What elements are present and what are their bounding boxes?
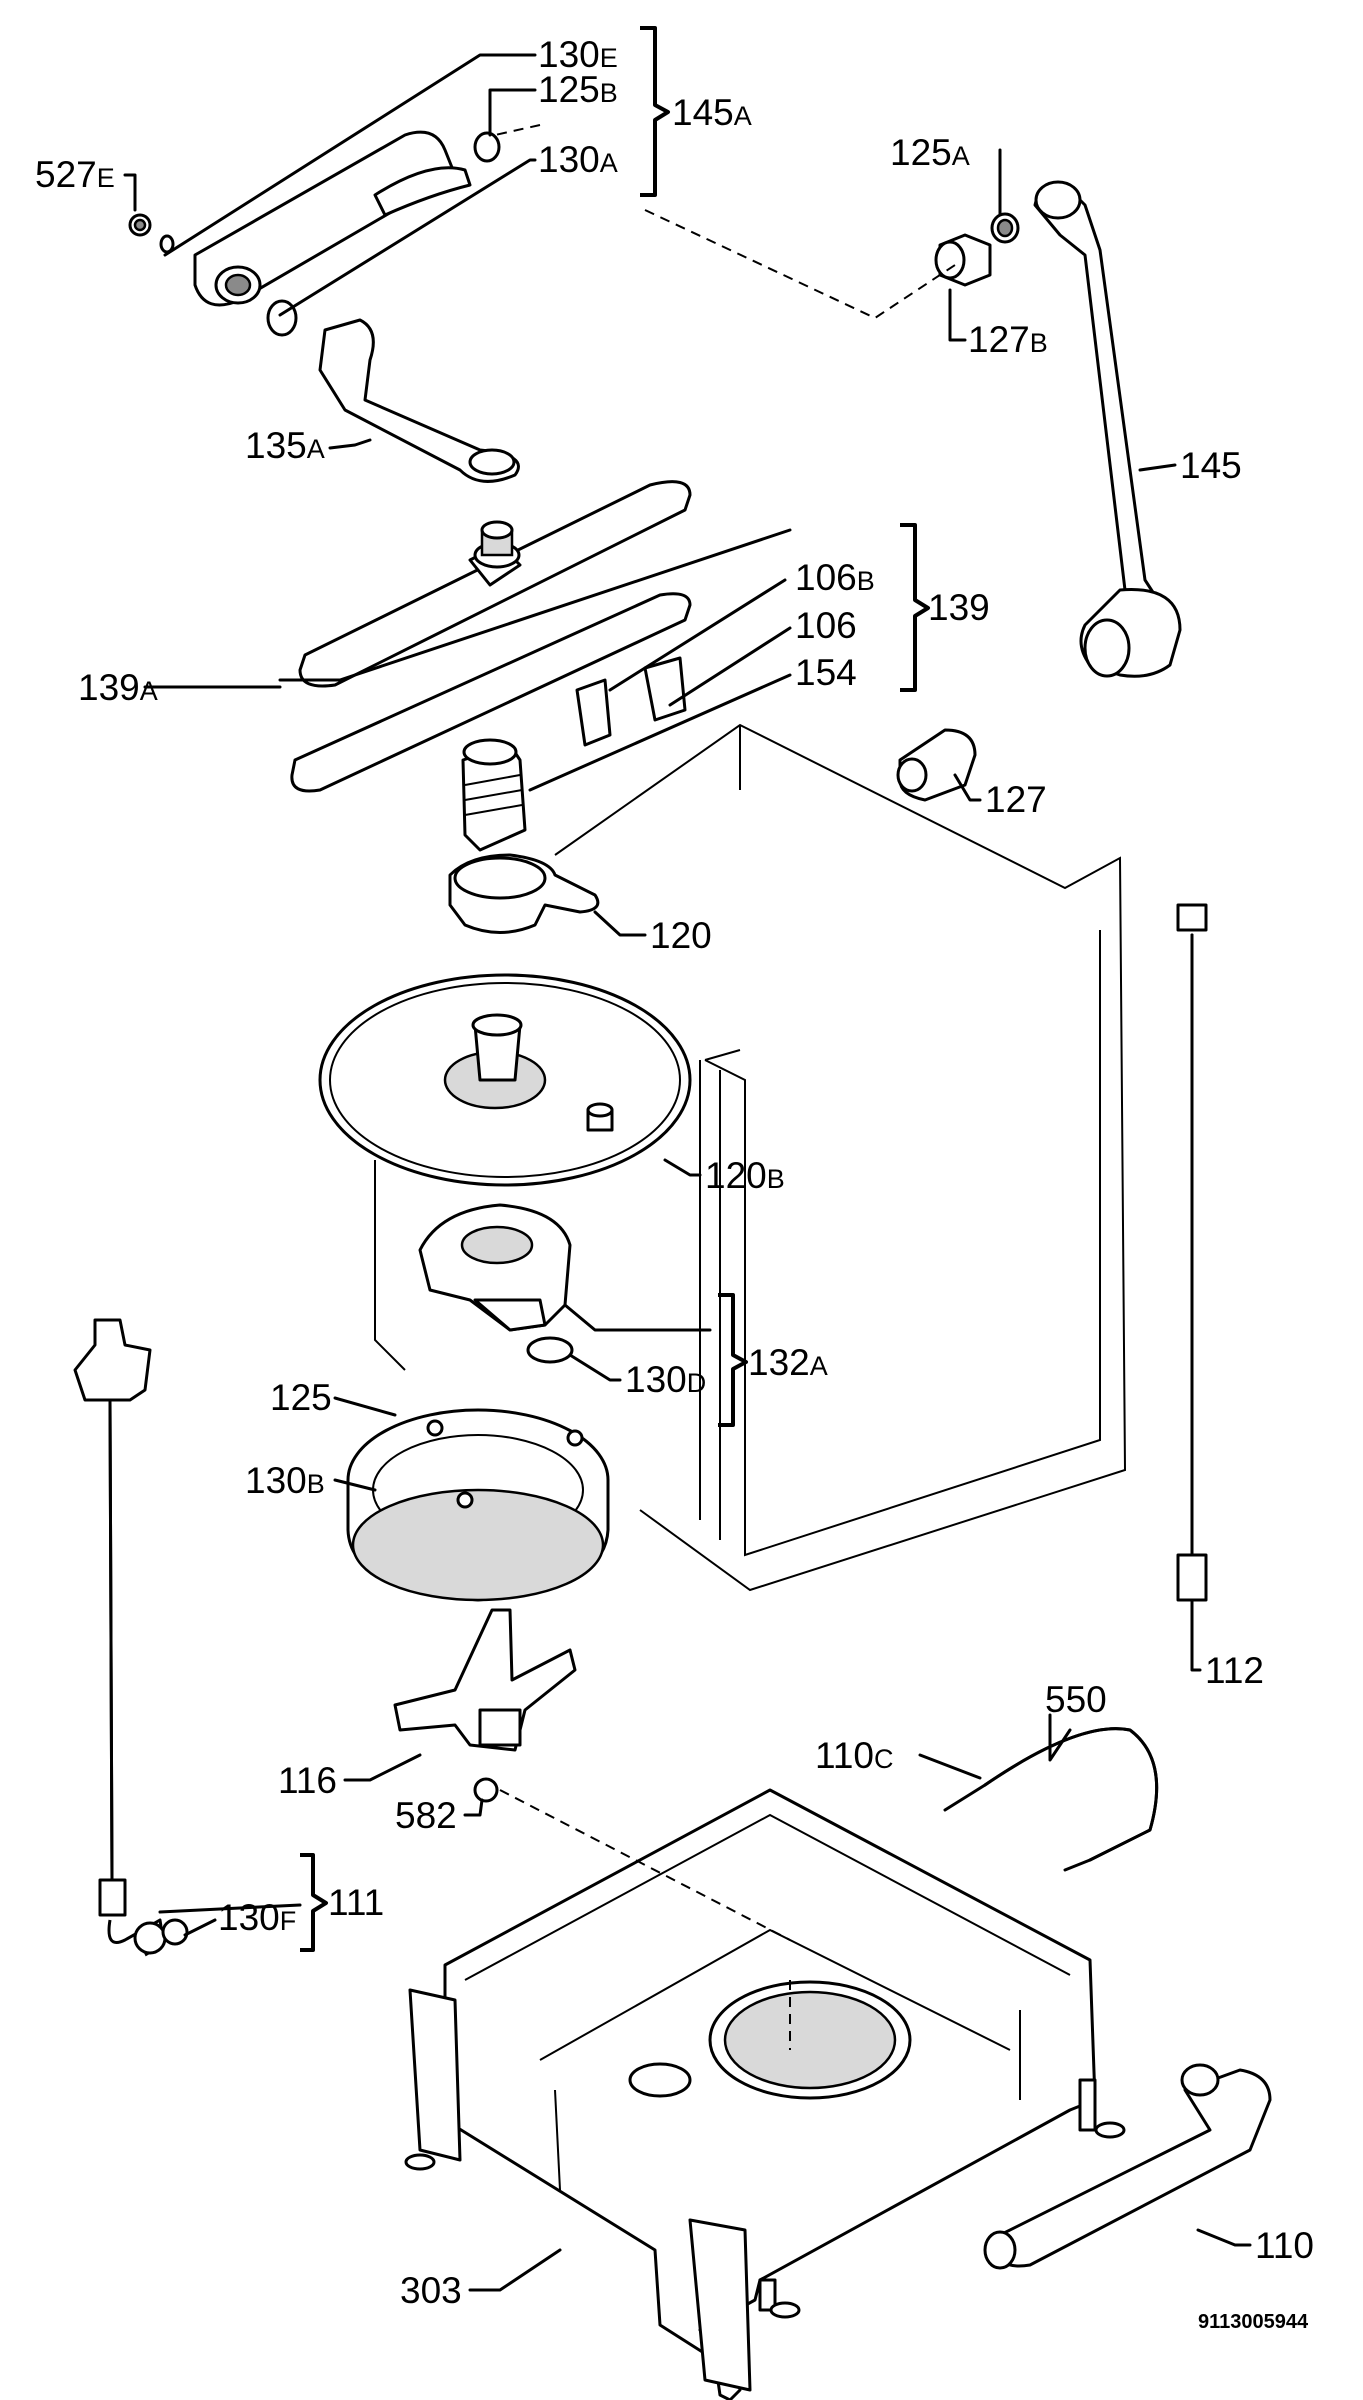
part-labels: 130E 125B 145A 130A 527E 125A 127B 135A … <box>35 34 1314 2333</box>
label-125a: 125A <box>890 132 970 173</box>
label-303: 303 <box>400 2270 462 2311</box>
label-130e: 130E <box>538 34 618 75</box>
valve-116 <box>393 1608 577 1803</box>
connection-lines <box>494 124 956 2050</box>
cabinet-outline <box>374 723 1127 1592</box>
pump-housing <box>418 1203 574 1364</box>
filter-nut-120 <box>448 853 600 934</box>
drawing-code: 9113005944 <box>1198 2311 1309 2333</box>
drain-hose <box>1176 903 1208 1602</box>
label-527e: 527E <box>35 154 115 195</box>
label-112: 112 <box>1205 1650 1264 1691</box>
label-111: 111 <box>328 1882 384 1923</box>
label-145: 145 <box>1180 445 1242 486</box>
label-145a: 145A <box>672 92 752 133</box>
label-106b: 106B <box>795 557 875 598</box>
label-120: 120 <box>650 915 712 956</box>
label-130d: 130D <box>625 1359 706 1400</box>
feed-pipe <box>318 318 520 483</box>
label-125b: 125B <box>538 69 618 110</box>
inlet-hose <box>73 1318 189 1957</box>
label-110c: 110C <box>815 1735 894 1776</box>
filter-plate <box>318 973 692 1187</box>
brace-111 <box>300 1853 328 1952</box>
brace-132a <box>718 1293 748 1427</box>
label-125: 125 <box>270 1377 332 1418</box>
label-130f: 130F <box>218 1897 296 1938</box>
label-135a: 135A <box>245 425 325 466</box>
cable-550 <box>943 1727 1159 1872</box>
leader-lines <box>123 53 1252 2292</box>
label-550: 550 <box>1045 1679 1107 1720</box>
upper-spray-arm <box>128 130 501 337</box>
label-130a: 130A <box>538 139 618 180</box>
label-116: 116 <box>278 1760 337 1801</box>
label-127b: 127B <box>968 319 1048 360</box>
braces <box>300 26 930 1952</box>
clips-106 <box>575 656 687 747</box>
label-110: 110 <box>1255 2225 1314 2266</box>
label-106: 106 <box>795 605 857 646</box>
connector-127 <box>896 728 977 802</box>
brace-145a <box>640 26 670 197</box>
label-582: 582 <box>395 1795 457 1836</box>
lower-spray-arm-139a <box>298 480 692 688</box>
label-127: 127 <box>985 779 1047 820</box>
label-139a: 139A <box>78 667 158 708</box>
label-132a: 132A <box>748 1342 828 1383</box>
label-139: 139 <box>928 587 990 628</box>
supply-pipe <box>934 180 1182 678</box>
brace-139 <box>900 523 930 692</box>
label-120b: 120B <box>705 1155 785 1196</box>
lower-spray-arm-139 <box>290 592 692 793</box>
base-frame <box>404 1788 1126 2400</box>
label-130b: 130B <box>245 1460 325 1501</box>
label-154: 154 <box>795 652 857 693</box>
hub-154 <box>461 738 527 852</box>
sump-ring <box>346 1408 610 1602</box>
drain-pipe-110 <box>983 2063 1272 2270</box>
